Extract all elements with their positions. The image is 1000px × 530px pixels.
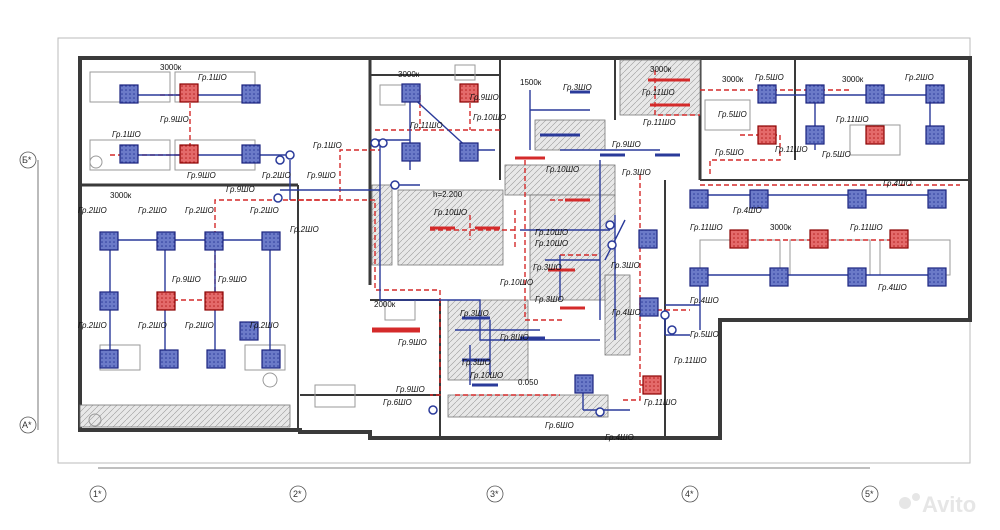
axis-row-b: Б* [22,155,32,165]
lux-3000: 3000к [842,75,864,84]
label-g10: Гр.10ШО [434,208,467,217]
label-g11: Гр.11ШО [690,223,723,232]
label-g5: Гр.5ШО [822,150,851,159]
label-g9: Гр.9ШО [187,171,216,180]
label-g3: Гр.3ШО [563,83,592,92]
label-g2: Гр.2ШО [905,73,934,82]
label-g4: Гр.4ШО [883,179,912,188]
label-g10: Гр.10ШО [470,371,503,380]
linear-luminaires [372,78,690,387]
label-g10: Гр.10ШО [500,278,533,287]
furniture [88,64,951,427]
label-g9: Гр.9ШО [612,140,641,149]
label-g9: Гр.9ШО [307,171,336,180]
label-g11: Гр.11ШО [644,398,677,407]
label-g4: Гр.4ШО [690,296,719,305]
axis-col-4: 4* [685,489,694,499]
misc-labels: 3000к 3000к 1500к 3000к 3000к 3000к 3000… [110,63,864,387]
switches [273,138,677,417]
label-g9: Гр.9ШО [218,275,247,284]
label-g5: Гр.5ШО [690,330,719,339]
label-g5: Гр.5ШО [718,110,747,119]
watermark-text: Avito [922,492,976,517]
label-g9: Гр.9ШО [226,185,255,194]
working-luminaires [99,83,947,394]
label-g2: Гр.2ШО [78,206,107,215]
emergency-luminaires [156,83,909,395]
label-g6: Гр.6ШО [383,398,412,407]
lux-3000: 3000к [770,223,792,232]
lux-3000: 3000к [110,191,132,200]
label-g3: Гр.3ШО [622,168,651,177]
grid-axes [19,151,879,503]
label-g11: Гр.11ШО [674,356,707,365]
label-g2: Гр.2ШО [138,321,167,330]
axis-col-3: 3* [490,489,499,499]
axis-row-a: А* [22,420,32,430]
structural-cores [79,59,701,428]
axis-col-5: 5* [865,489,874,499]
label-g8: Гр.8ШО [500,333,529,342]
label-g2: Гр.2ШО [138,206,167,215]
label-g10: Гр.10ШО [546,165,579,174]
avito-watermark: Avito [899,492,976,517]
lux-1500: 1500к [520,78,542,87]
label-g2: Гр.2ШО [290,225,319,234]
label-g4: Гр.4ШО [878,283,907,292]
label-g4: Гр.4ШО [612,308,641,317]
label-g4: Гр.4ШО [605,433,634,442]
label-g11: Гр.11ШО [410,121,443,130]
label-g11: Гр.11ШО [775,145,808,154]
circuit-labels: Гр.1ШО Гр.9ШО Гр.1ШО Гр.9ШО Гр.1ШО Гр.2Ш… [78,73,934,442]
label-g6: Гр.6ШО [545,421,574,430]
label-g11: Гр.11ШО [642,88,675,97]
label-g3: Гр.3ШО [460,309,489,318]
label-g10: Гр.10ШО [535,239,568,248]
label-g5: Гр.5ШО [755,73,784,82]
label-g10: Гр.10ШО [535,228,568,237]
level-mark: 0.050 [518,378,539,387]
axis-col-2: 2* [293,489,302,499]
label-g2: Гр.2ШО [185,206,214,215]
axis-col-1: 1* [93,489,102,499]
label-g10: Гр.10ШО [473,113,506,122]
lux-3000: 3000к [160,63,182,72]
label-g9: Гр.9ШО [470,93,499,102]
label-g3: Гр.3ШО [533,263,562,272]
label-g5: Гр.5ШО [715,148,744,157]
lux-3000: 3000к [398,70,420,79]
label-g2: Гр.2ШО [185,321,214,330]
label-g2: Гр.2ШО [262,171,291,180]
label-g9: Гр.9ШО [172,275,201,284]
label-g3: Гр.3ШО [462,358,491,367]
label-g1: Гр.1ШО [313,141,342,150]
label-g2: Гр.2ШО [78,321,107,330]
lux-2000: 2000к [374,300,396,309]
label-g11: Гр.11ШО [836,115,869,124]
label-g3: Гр.3ШО [611,261,640,270]
label-g9: Гр.9ШО [398,338,427,347]
mount-height: h=2.200 [433,190,463,199]
lux-3000: 3000к [650,65,672,74]
label-g9: Гр.9ШО [160,115,189,124]
label-g1: Гр.1ШО [112,130,141,139]
axis-labels: Б* А* 1* 2* 3* 4* 5* [22,155,874,499]
label-g11: Гр.11ШО [850,223,883,232]
label-g2: Гр.2ШО [250,206,279,215]
label-g2: Гр.2ШО [250,321,279,330]
label-g9: Гр.9ШО [396,385,425,394]
label-g3: Гр.3ШО [535,295,564,304]
label-g1: Гр.1ШО [198,73,227,82]
label-g4: Гр.4ШО [733,206,762,215]
lux-3000: 3000к [722,75,744,84]
label-g11: Гр.11ШО [643,118,676,127]
